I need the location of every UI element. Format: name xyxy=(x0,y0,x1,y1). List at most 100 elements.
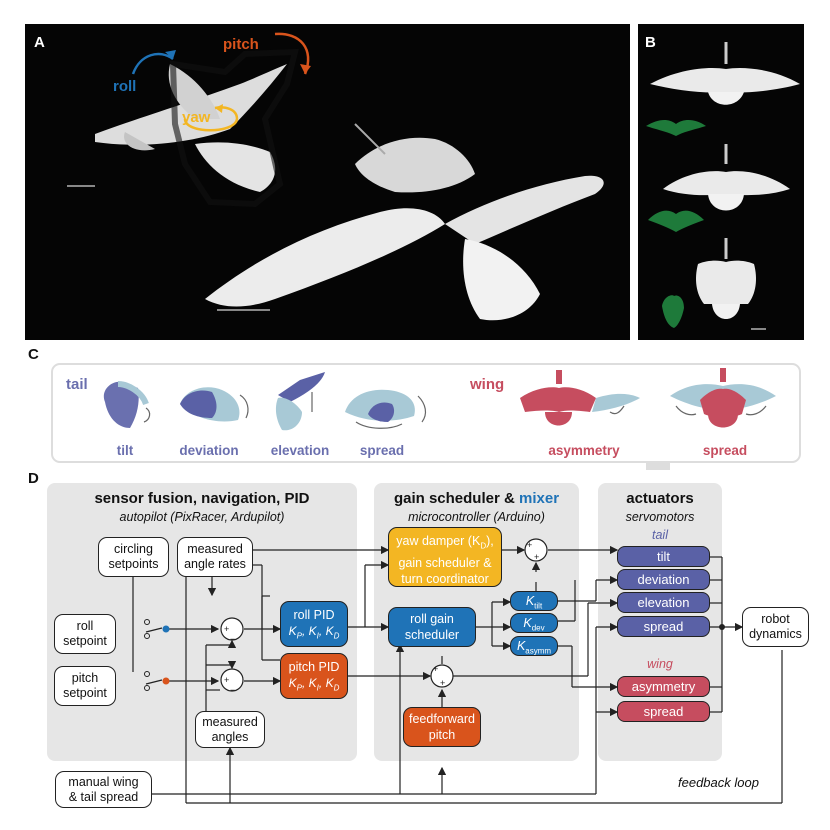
k-asymm-block: Kasymm xyxy=(510,636,558,656)
svg-text:+: + xyxy=(224,624,229,634)
roll-gain-scheduler-block: roll gain scheduler xyxy=(388,607,476,647)
svg-text:+: + xyxy=(440,678,445,688)
robot-large-photo xyxy=(205,123,604,321)
robot-photo-a: roll pitch yaw xyxy=(67,32,604,321)
wing-spread-icon xyxy=(670,368,776,428)
tail-spread-icon xyxy=(345,389,427,429)
roll-summer xyxy=(220,617,244,641)
sensor-subtitle: autopilot (PixRacer, Ardupilot) xyxy=(119,510,285,524)
wing-heading: wing xyxy=(469,376,504,393)
pitch-switch-contact-2 xyxy=(144,685,150,691)
yaw-damper-a: yaw damper (K xyxy=(396,534,481,548)
tail-deviation-icon xyxy=(180,387,249,422)
svg-text:−: − xyxy=(230,634,235,644)
gain-subtitle: microcontroller (Arduino) xyxy=(408,510,545,524)
tail-item-elevation: elevation xyxy=(271,443,330,458)
manual-spread-node: manual wing & tail spread xyxy=(55,771,152,808)
roll-switch-contact-1 xyxy=(144,619,150,625)
svg-text:+: + xyxy=(527,540,532,550)
pitch-label: pitch xyxy=(223,36,259,53)
k-asymm-sub: asymm xyxy=(525,646,552,656)
robot-dynamics-node: robot dynamics xyxy=(742,607,809,647)
roll-switch-contact-2 xyxy=(144,633,150,639)
tail-heading: tail xyxy=(66,376,88,393)
k-tilt-sub: tilt xyxy=(534,601,543,611)
gain-title-a: gain scheduler xyxy=(393,490,500,507)
wing-asymmetry-icon xyxy=(520,370,640,426)
robot-photos-b xyxy=(646,42,800,330)
svg-text:+: + xyxy=(433,664,438,674)
pitch-summer xyxy=(220,668,244,692)
silhouette-1 xyxy=(646,120,706,136)
gain-title: gain scheduler & mixer xyxy=(374,490,579,507)
robot-config-2 xyxy=(663,144,790,211)
silhouette-2 xyxy=(648,210,704,232)
panel-label-c: C xyxy=(28,346,39,363)
photo-panel-b xyxy=(638,24,804,340)
pitch-pid-title: pitch PID xyxy=(288,660,340,674)
tail-tilt-icon xyxy=(103,381,151,428)
actuator-wing-asymmetry: asymmetry xyxy=(617,676,710,697)
yaw-damper-rest: gain scheduler & turn coordinator xyxy=(398,555,492,586)
circling-setpoints-node: circling setpoints xyxy=(98,537,169,577)
actuators-subtitle: servomotors xyxy=(625,510,695,524)
pitch-switch-icon xyxy=(162,677,170,685)
roll-label: roll xyxy=(113,78,136,95)
tail-actuators-label: tail xyxy=(652,528,668,542)
panel-label-d: D xyxy=(28,470,39,487)
photo-panel-a: roll pitch yaw xyxy=(25,24,630,340)
pitch-pid-gains: KP, KI, KD xyxy=(288,676,340,693)
pitch-pid-block: pitch PID KP, KI, KD xyxy=(280,653,348,699)
feedforward-pitch-block: feedforward pitch xyxy=(403,707,481,747)
sensor-title: sensor fusion, navigation, PID xyxy=(94,490,310,507)
panel-label-a: A xyxy=(34,34,45,51)
yaw-arrow-icon xyxy=(183,106,239,132)
tail-item-spread: spread xyxy=(360,443,404,458)
pitch-setpoint-node: pitch setpoint xyxy=(54,666,116,706)
gain-title-amp: & xyxy=(499,490,519,507)
actuator-tail-deviation: deviation xyxy=(617,569,710,590)
measured-angle-rates-node: measured angle rates xyxy=(177,537,253,577)
pitch-switch-contact-1 xyxy=(144,671,150,677)
junction-dot xyxy=(719,624,725,630)
actuator-wing-spread: spread xyxy=(617,701,710,722)
yaw-summer xyxy=(524,538,548,562)
roll-switch-icon xyxy=(162,625,170,633)
roll-setpoint-node: roll setpoint xyxy=(54,614,116,654)
feedback-loop-label: feedback loop xyxy=(678,775,759,790)
panel-c-box xyxy=(51,363,801,463)
tail-item-tilt: tilt xyxy=(117,443,134,458)
tail-item-deviation: deviation xyxy=(179,443,238,458)
roll-arrow-icon xyxy=(131,52,174,75)
measured-angles-node: measured angles xyxy=(195,711,265,748)
yaw-damper-line1: yaw damper (KD), xyxy=(389,533,501,555)
tail-elevation-icon xyxy=(275,372,325,431)
k-dev-block: Kdev xyxy=(510,613,558,633)
silhouette-3 xyxy=(662,295,684,328)
panel-c-graphics: tail tilt deviation elevation spread win… xyxy=(66,368,776,470)
yaw-label: yaw xyxy=(182,109,211,126)
wing-actuators-label: wing xyxy=(647,657,673,671)
panel-label-b: B xyxy=(645,34,656,51)
actuator-tail-spread: spread xyxy=(617,616,710,637)
roll-pid-title: roll PID xyxy=(293,608,335,622)
actuator-tail-elevation: elevation xyxy=(617,592,710,613)
gain-title-b: mixer xyxy=(519,490,560,507)
pitch-ff-summer xyxy=(430,664,454,688)
robot-config-1 xyxy=(650,42,800,105)
wing-item-asymmetry: asymmetry xyxy=(548,443,620,458)
roll-pid-gains: KP, KI, KD xyxy=(288,624,340,641)
actuators-title: actuators xyxy=(626,490,694,507)
robot-small-photo xyxy=(95,64,287,192)
k-dev-sub: dev xyxy=(531,623,545,633)
yaw-damper-b: ), xyxy=(486,534,494,548)
svg-text:+: + xyxy=(224,675,229,685)
roll-pid-block: roll PID KP, KI, KD xyxy=(280,601,348,647)
robot-config-3 xyxy=(696,238,756,319)
actuator-tail-tilt: tilt xyxy=(617,546,710,567)
svg-text:+: + xyxy=(534,552,539,562)
k-tilt-block: Ktilt xyxy=(510,591,558,611)
yaw-damper-sub: D xyxy=(480,541,487,551)
wing-item-spread: spread xyxy=(703,443,747,458)
